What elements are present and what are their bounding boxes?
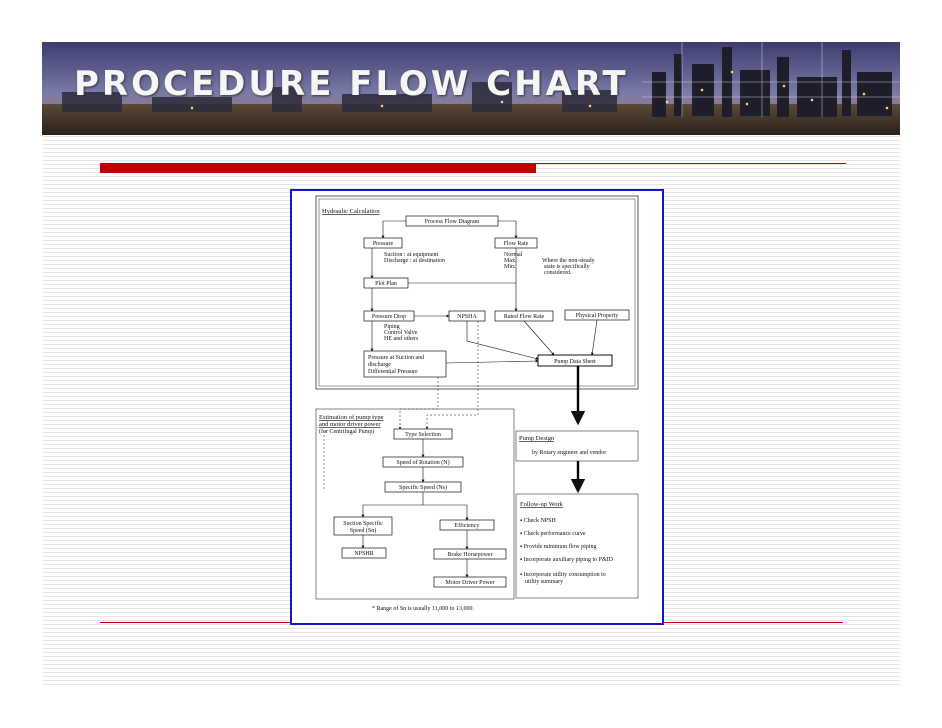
physical-property-label: Physical Property — [576, 313, 619, 319]
speed-of-rotation-label: Speed of Rotation (N) — [396, 459, 449, 466]
npsha-label: NPSHA — [457, 314, 477, 320]
process-flow-diagram-label: Process Flow Diagram — [425, 219, 480, 225]
specific-speed-label: Specific Speed (Ns) — [399, 484, 447, 491]
flowchart-image-frame: Hydraulic Calculation Process Flow Diagr… — [290, 189, 664, 625]
hydraulic-heading: Hydraulic Calculation — [322, 208, 380, 215]
pressure-at-suction-line-1: Pressure at Suction and — [368, 355, 424, 361]
follow-up-item-5: ▪ Incorporate utility consumption to — [520, 572, 606, 578]
follow-up-work-panel: Follow-up Work ▪ Check NPSH ▪ Check perf… — [515, 493, 639, 599]
follow-up-item-4: ▪ Incorporate auxiliary piping to P&ID — [520, 557, 614, 563]
title-underline-bar — [100, 163, 536, 173]
estimation-heading-3: (for Centrifugal Pump) — [319, 428, 374, 435]
pressure-drop-note-he: HE and others — [384, 336, 419, 342]
suction-specific-speed-line-2: Speed (Sn) — [350, 527, 377, 534]
pressure-drop-note-valve: Control Valve — [384, 330, 418, 336]
follow-up-item-1: ▪ Check NPSH — [520, 518, 556, 524]
flow-note-min: Min. — [504, 264, 516, 270]
pump-data-sheet-label: Pump Data Sheet — [554, 359, 596, 365]
flow-note-max: Max. — [504, 258, 517, 264]
follow-up-item-6: utility summary — [525, 579, 563, 585]
pressure-drop-label: Pressure Drop — [372, 314, 406, 320]
plot-plan-label: Plot Plan — [375, 281, 397, 287]
estimation-heading-2: and motor driver power — [319, 421, 381, 428]
estimation-heading-1: Estimation of pump type — [319, 414, 384, 421]
suction-specific-speed-line-1: Suction Specific — [343, 520, 383, 527]
flow-rate-label: Flow Rate — [504, 241, 529, 247]
motor-driver-power-box — [433, 576, 507, 588]
estimation-panel: Estimation of pump type and motor driver… — [315, 408, 515, 612]
header-banner — [42, 42, 900, 135]
follow-up-item-3: ▪ Provide minimum flow piping — [520, 543, 596, 550]
brake-horsepower-label: Brake Horsepower — [447, 552, 492, 558]
estimation-footnote: * Range of Sn is usually 11,000 to 13,00… — [372, 605, 474, 612]
pressure-at-suction-line-3: Differential Pressure — [368, 368, 418, 375]
npshr-label: NPSHR — [354, 551, 373, 557]
flow-note-extra-3: considered. — [544, 270, 572, 276]
pressure-at-suction-line-2: discharge — [368, 362, 391, 368]
follow-up-heading: Follow-up Work — [520, 501, 564, 508]
pressure-drop-note-piping: Piping — [384, 324, 400, 330]
pump-design-panel: Pump Design by Rotary engineer and vendo… — [515, 430, 639, 462]
flow-note-extra-2: state is specifically — [544, 263, 590, 270]
follow-up-item-2: ▪ Check performance curve — [520, 530, 586, 537]
flow-note-extra-1: Where the non-steady — [542, 258, 595, 264]
dashed-connectors — [323, 321, 479, 491]
flow-note-normal: Normal — [504, 252, 523, 258]
rated-flow-rate-label: Rated Flow Rate — [504, 314, 545, 320]
pump-design-note: by Rotary engineer and vendor — [532, 450, 606, 456]
efficiency-label: Efficiency — [455, 522, 480, 529]
title-underline-line — [536, 163, 846, 164]
refinery-banner-image — [42, 42, 900, 135]
type-selection-label: Type Selection — [405, 432, 441, 438]
brake-horsepower-box — [433, 548, 507, 560]
hydraulic-calculation-panel: Hydraulic Calculation Process Flow Diagr… — [315, 195, 639, 390]
slide-title: PROCEDURE FLOW CHART — [74, 64, 629, 104]
pump-design-heading: Pump Design — [519, 435, 555, 442]
pressure-at-suction-box — [363, 350, 447, 378]
motor-driver-power-label: Motor Driver Power — [446, 580, 495, 586]
pressure-label: Pressure — [373, 241, 394, 247]
pressure-note-discharge: Discharge : at destination — [384, 258, 445, 264]
pressure-note-suction: Suction : at equipment — [384, 252, 438, 258]
flowchart-diagram: Hydraulic Calculation Process Flow Diagr… — [315, 195, 639, 612]
